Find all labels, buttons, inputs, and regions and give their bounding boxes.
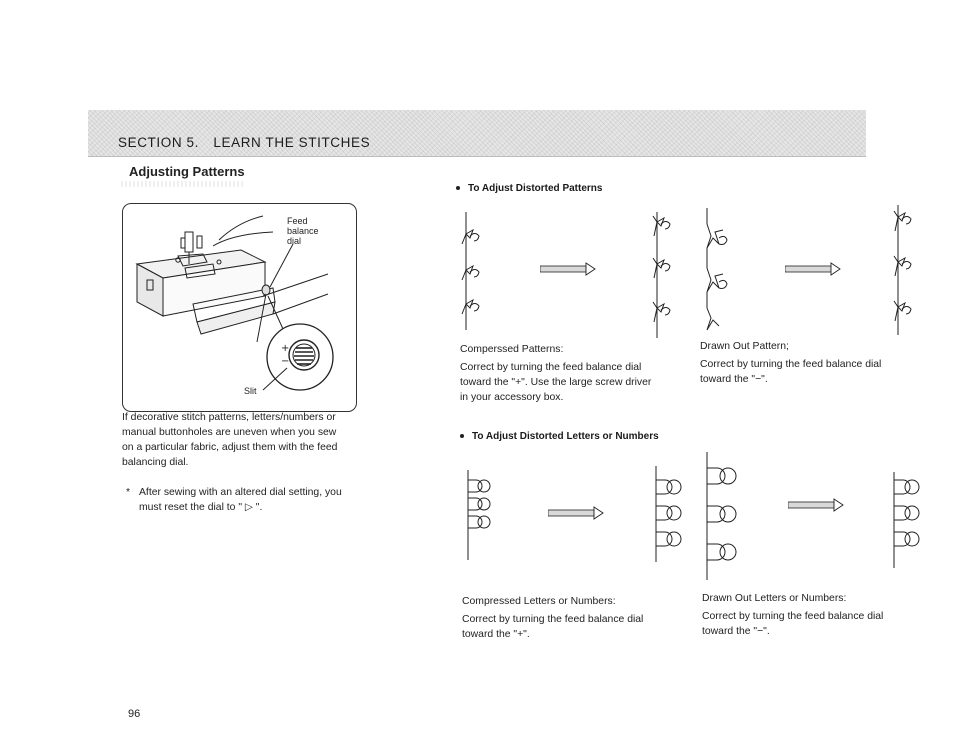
drawn-pattern-after — [892, 205, 922, 335]
section-number: SECTION 5. — [118, 135, 200, 150]
intro-paragraph: If decorative stitch patterns, letters/n… — [122, 410, 362, 470]
correction-arrow-icon — [788, 498, 844, 512]
correction-arrow-icon — [540, 262, 596, 276]
corrected-tulip-stitches — [652, 212, 671, 338]
corrected-letter-stitches — [893, 472, 920, 568]
intro-line: balancing dial. — [122, 457, 189, 468]
stretched-letter-stitches — [706, 452, 737, 580]
intro-line: on a particular fabric, adjust them with… — [122, 442, 338, 453]
drawn-pattern-before — [703, 208, 737, 334]
patterns-heading-text: To Adjust Distorted Patterns — [468, 183, 603, 194]
instruction-line: toward the "+". — [462, 629, 530, 640]
compressed-letters-after — [652, 466, 686, 562]
drawn-pattern-caption: Drawn Out Pattern; — [700, 341, 789, 352]
drawn-letters-after — [890, 472, 926, 568]
corrected-tulip-stitches — [893, 205, 912, 335]
compressed-letters-instructions: Correct by turning the feed balance dial… — [462, 612, 682, 642]
patterns-heading: To Adjust Distorted Patterns — [456, 183, 602, 194]
label-dial: dial — [287, 236, 302, 246]
compressed-patterns-caption: Comperssed Patterns: — [460, 344, 564, 355]
note-line: After sewing with an altered dial settin… — [139, 487, 342, 498]
correction-arrow-icon — [785, 262, 841, 276]
compressed-pattern-after — [651, 212, 681, 338]
instruction-line: in your accessory box. — [460, 392, 564, 403]
page-subtitle: Adjusting Patterns — [129, 164, 245, 179]
instruction-line: Correct by turning the feed balance dial — [700, 359, 882, 370]
label-slit: Slit — [244, 386, 257, 396]
label-feed: Feed — [287, 216, 308, 226]
drawn-letters-before — [704, 452, 740, 580]
sewing-machine-drawing: + − — [135, 215, 334, 391]
page-number: 96 — [128, 708, 141, 720]
reset-note: After sewing with an altered dial settin… — [139, 485, 369, 515]
letters-heading: To Adjust Distorted Letters or Numbers — [460, 431, 659, 442]
correction-arrow-icon — [548, 506, 604, 520]
section-name: LEARN THE STITCHES — [213, 135, 371, 150]
compressed-tulip-stitches — [461, 212, 480, 330]
section-header-band — [88, 110, 866, 157]
intro-line: If decorative stitch patterns, letters/n… — [122, 412, 336, 423]
corrected-letter-stitches — [655, 466, 682, 562]
instruction-line: toward the "−". — [700, 374, 768, 385]
stretched-tulip-stitches — [706, 208, 728, 331]
note-line: must reset the dial to " ▷ ". — [139, 502, 263, 513]
compressed-letters-caption: Compressed Letters or Numbers: — [462, 596, 616, 607]
instruction-line: toward the "−". — [702, 626, 770, 637]
instruction-line: Correct by turning the feed balance dial — [702, 611, 884, 622]
compressed-pattern-before — [460, 212, 490, 330]
drawn-letters-caption: Drawn Out Letters or Numbers: — [702, 593, 847, 604]
intro-line: manual buttonholes are uneven when you s… — [122, 427, 337, 438]
drawn-pattern-instructions: Correct by turning the feed balance dial… — [700, 357, 920, 387]
section-title: SECTION 5. LEARN THE STITCHES — [118, 135, 380, 150]
instruction-line: toward the "+". Use the large screw driv… — [460, 377, 652, 388]
bullet-icon — [460, 434, 464, 439]
compressed-letter-stitches — [467, 470, 491, 560]
minus-mark: − — [281, 356, 289, 367]
feed-balance-dial-illustration: + − Feed balance dial Slit — [122, 203, 357, 412]
instruction-line: Correct by turning the feed balance dial — [462, 614, 644, 625]
drawn-letters-instructions: Correct by turning the feed balance dial… — [702, 609, 922, 639]
label-feed-balance-dial: Feed balance dial — [287, 216, 319, 246]
subtitle-shading — [121, 181, 243, 187]
instruction-line: Correct by turning the feed balance dial — [460, 362, 642, 373]
plus-mark: + — [281, 343, 289, 354]
compressed-letters-before — [464, 470, 496, 560]
bullet-icon — [456, 186, 460, 191]
note-star: * — [126, 487, 131, 498]
letters-heading-text: To Adjust Distorted Letters or Numbers — [472, 431, 659, 442]
compressed-patterns-instructions: Correct by turning the feed balance dial… — [460, 360, 680, 405]
label-balance: balance — [287, 226, 319, 236]
